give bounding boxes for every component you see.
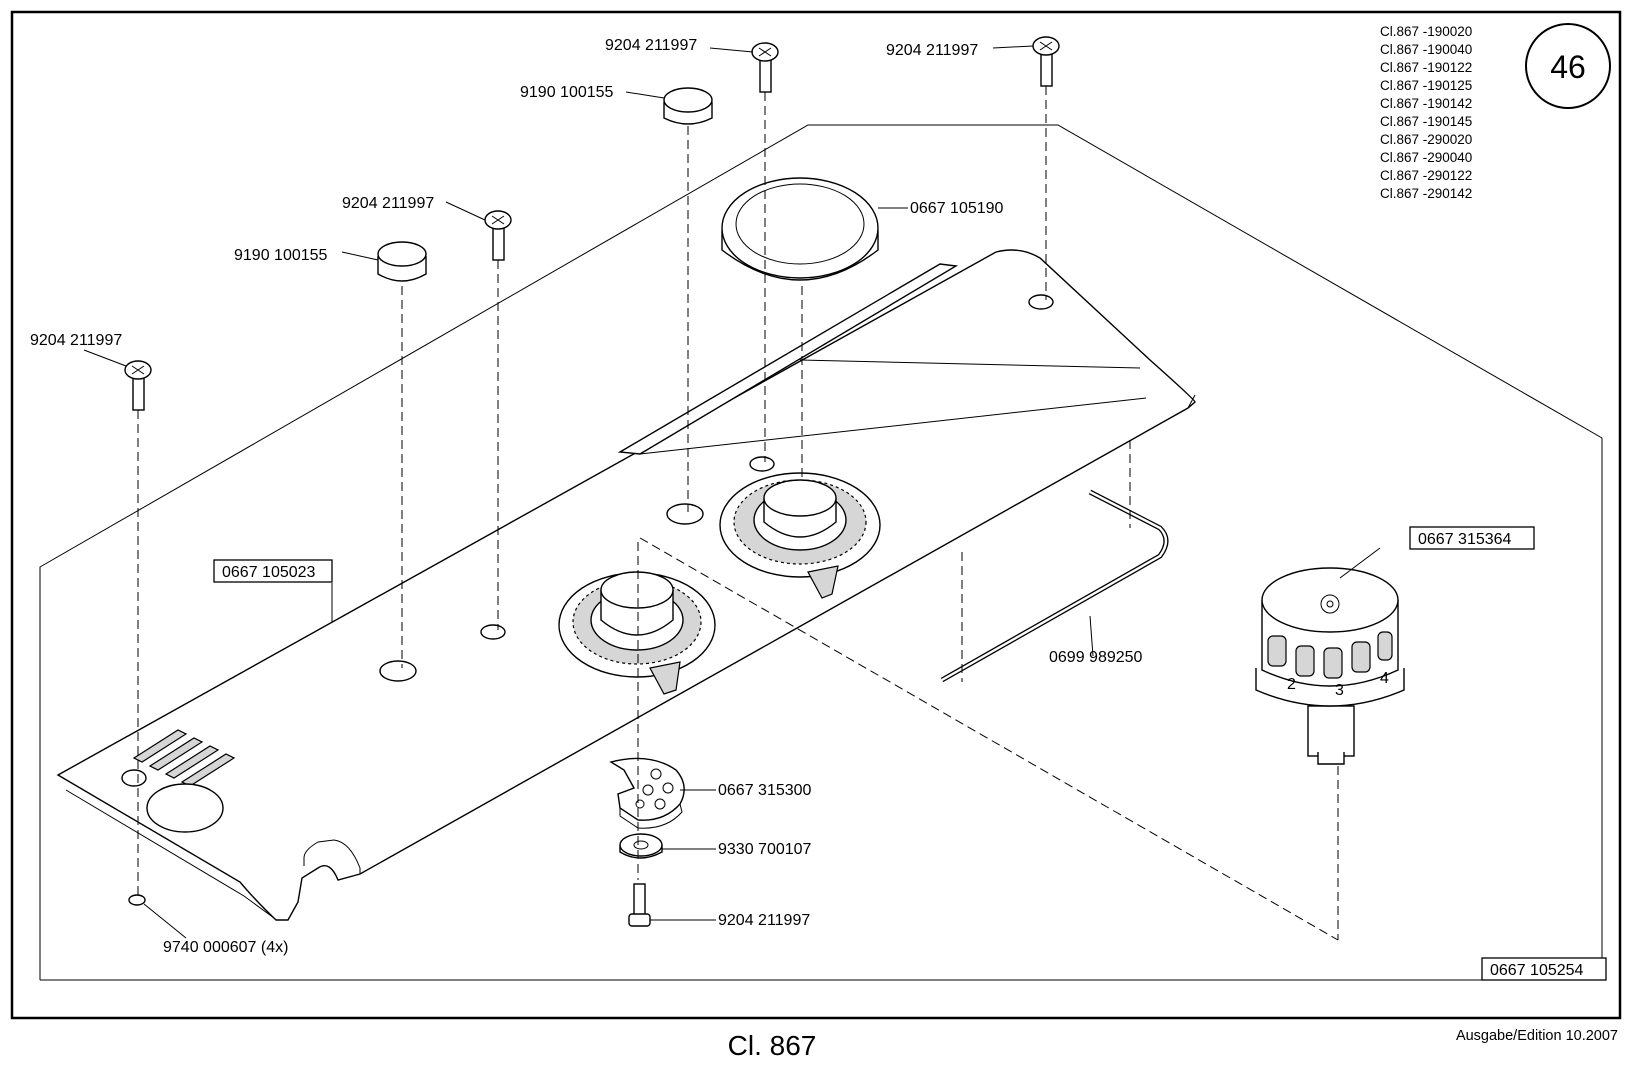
label-wire: 0699 989250 [1049,649,1143,666]
label-screw-top-right: 9204 211997 [886,42,978,59]
model-item: Cl.867 -190125 [1380,78,1472,93]
label-plug-mid: 9190 100155 [234,247,328,264]
label-screw-top-center: 9204 211997 [605,37,697,54]
nut-part [128,894,146,906]
label-box-knob [1409,526,1535,550]
label-cam: 0667 315300 [718,782,812,799]
screw-top-center [751,42,779,93]
screw-top-right [1032,36,1060,87]
knob-scale-2: 2 [1287,676,1296,693]
label-nut: 9740 000607 (4x) [163,939,288,956]
knob-scale-4: 4 [1380,670,1389,687]
edition-label: Ausgabe/Edition 10.2007 [1456,1028,1618,1044]
drawing-frame [10,10,1622,1020]
assembly-axes [137,86,1339,941]
model-item: Cl.867 -290040 [1380,150,1472,165]
label-cover: 0667 105023 [222,564,316,581]
model-item: Cl.867 -190020 [1380,24,1472,39]
label-knob: 0667 315364 [1418,531,1512,548]
model-item: Cl.867 -190122 [1380,60,1472,75]
plug-mid [377,241,427,282]
dial-rear [719,472,881,599]
plug-top [663,87,713,125]
leader-lines [83,45,1381,939]
label-washer: 9330 700107 [718,841,812,858]
cam-part [609,757,685,829]
part-labels: 9204 211997 9204 211997 9190 100155 0667… [30,37,1607,981]
model-item: Cl.867 -190040 [1380,42,1472,57]
knob-scale-3: 3 [1335,682,1344,699]
dial-front [558,571,716,695]
model-list: Cl.867 -190020 Cl.867 -190040 Cl.867 -19… [1380,24,1472,201]
label-screw-bottom: 9204 211997 [718,912,810,929]
page-number: 46 [1550,49,1586,85]
wire-part [940,489,1169,683]
knob-part: 2 3 4 [1255,567,1405,765]
cap-part [721,177,879,281]
model-item: Cl.867 -290122 [1380,168,1472,183]
label-screw-left: 9204 211997 [30,332,122,349]
model-item: Cl.867 -290020 [1380,132,1472,147]
label-plug-top: 9190 100155 [520,84,614,101]
washer-part [619,833,663,859]
screw-bottom [628,883,651,927]
label-assembly: 0667 105254 [1490,962,1584,979]
label-box-assembly [1481,957,1607,981]
page-number-badge: 46 [1525,23,1611,109]
model-item: Cl.867 -290142 [1380,186,1472,201]
model-item: Cl.867 -190145 [1380,114,1472,129]
page-title: Cl. 867 [728,1030,817,1061]
screw-mid [484,210,512,261]
label-box-cover [213,559,333,583]
model-item: Cl.867 -190142 [1380,96,1472,111]
label-screw-mid: 9204 211997 [342,195,434,212]
screw-left [124,360,152,411]
label-cap: 0667 105190 [910,200,1004,217]
